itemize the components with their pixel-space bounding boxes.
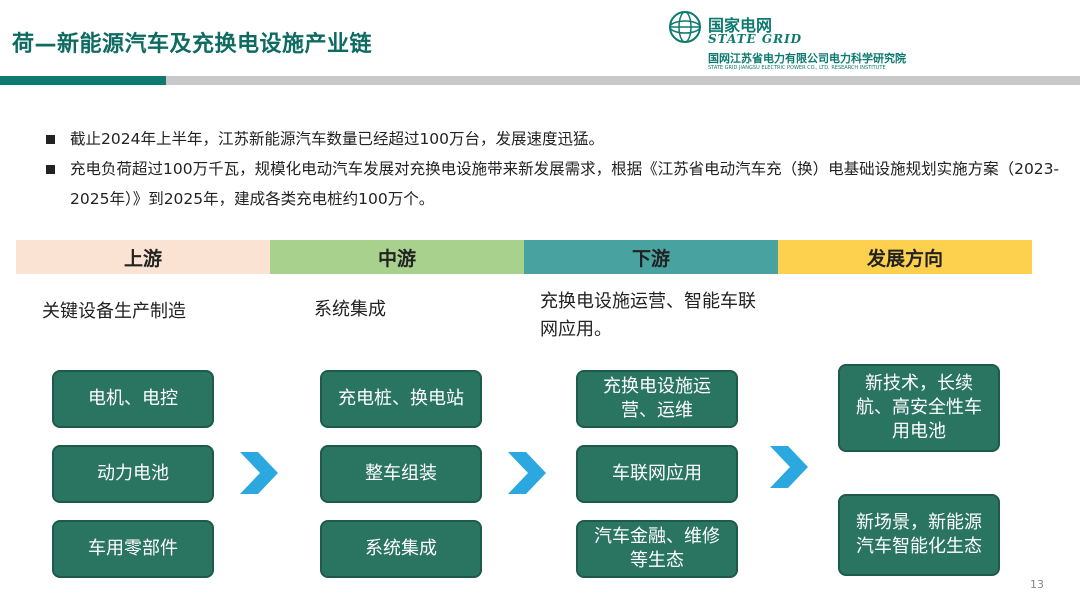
- square-bullet-icon: [46, 135, 55, 144]
- chevron-right-icon: [508, 452, 546, 494]
- downstream-description: 充换电设施运营、智能车联网应用。: [540, 291, 756, 340]
- square-bullet-icon: [46, 165, 55, 174]
- logo-name-cn: 国家电网: [708, 16, 773, 35]
- header-development-direction: 发展方向: [778, 240, 1032, 274]
- box-label: 车联网应用: [612, 463, 702, 484]
- chevron-right-icon: [770, 446, 808, 488]
- box-label: 新场景，新能源汽车智能化生态: [856, 512, 982, 557]
- box-label: 系统集成: [365, 538, 437, 559]
- title-underline-accent: [0, 76, 166, 85]
- downstream-box: 充换电设施运营、运维: [576, 370, 738, 428]
- page-number: 13: [1030, 578, 1044, 591]
- box-label: 汽车金融、维修等生态: [594, 526, 720, 571]
- box-label: 充电桩、换电站: [338, 388, 464, 409]
- midstream-description: 系统集成: [314, 299, 386, 320]
- box-label: 新技术，长续航、高安全性车用电池: [856, 373, 982, 442]
- box-label: 充换电设施运营、运维: [603, 376, 711, 421]
- downstream-box: 车联网应用: [576, 445, 738, 503]
- box-label: 电机、电控: [88, 388, 178, 409]
- bullet-item: 充电负荷超过100万千瓦，规模化电动汽车发展对充换电设施带来新发展需求，根据《江…: [44, 154, 1064, 214]
- direction-box: 新场景，新能源汽车智能化生态: [838, 494, 1000, 576]
- upstream-box: 车用零部件: [52, 520, 214, 578]
- header-midstream: 中游: [270, 240, 524, 274]
- direction-box: 新技术，长续航、高安全性车用电池: [838, 364, 1000, 452]
- chevron-right-icon: [240, 452, 278, 494]
- upstream-box: 动力电池: [52, 445, 214, 503]
- midstream-box: 整车组装: [320, 445, 482, 503]
- header-downstream: 下游: [524, 240, 778, 274]
- logo-institute-cn: 国网江苏省电力有限公司电力科学研究院: [708, 52, 906, 65]
- bullet-text: 截止2024年上半年，江苏新能源汽车数量已经超过100万台，发展速度迅猛。: [70, 130, 605, 148]
- midstream-box: 充电桩、换电站: [320, 370, 482, 428]
- upstream-description: 关键设备生产制造: [42, 301, 186, 322]
- logo-name-en: STATE GRID: [708, 32, 803, 46]
- downstream-box: 汽车金融、维修等生态: [576, 520, 738, 578]
- header-upstream: 上游: [16, 240, 270, 274]
- bullet-list: 截止2024年上半年，江苏新能源汽车数量已经超过100万台，发展速度迅猛。 充电…: [44, 124, 1064, 214]
- title-underline-bar: [166, 76, 1080, 85]
- box-label: 动力电池: [97, 463, 169, 484]
- bullet-text: 充电负荷超过100万千瓦，规模化电动汽车发展对充换电设施带来新发展需求，根据《江…: [70, 160, 1060, 208]
- upstream-box: 电机、电控: [52, 370, 214, 428]
- logo-institute-en: STATE GRID JIANGSU ELECTRIC POWER CO., L…: [708, 65, 886, 71]
- box-label: 车用零部件: [88, 538, 178, 559]
- midstream-box: 系统集成: [320, 520, 482, 578]
- box-label: 整车组装: [365, 463, 437, 484]
- state-grid-logo: 国家电网 STATE GRID 国网江苏省电力有限公司电力科学研究院 STATE…: [668, 8, 968, 71]
- bullet-item: 截止2024年上半年，江苏新能源汽车数量已经超过100万台，发展速度迅猛。: [44, 124, 1064, 154]
- state-grid-globe-icon: [669, 11, 701, 43]
- slide-title: 荷—新能源汽车及充换电设施产业链: [12, 32, 373, 57]
